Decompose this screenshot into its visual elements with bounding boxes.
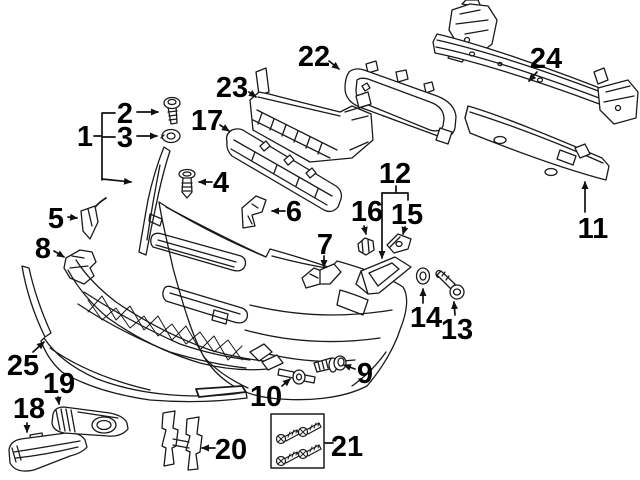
washer-3-drawing xyxy=(160,128,181,144)
bolt-9-drawing xyxy=(313,355,347,373)
hardware-kit-drawing xyxy=(270,413,325,469)
spoiler-lip-drawing xyxy=(40,337,248,403)
leader-lines xyxy=(23,60,589,452)
callout-3[interactable]: 3 xyxy=(117,122,133,154)
clip-16-drawing xyxy=(357,237,375,256)
screw-2-drawing xyxy=(163,96,181,125)
screw-13-drawing xyxy=(435,269,465,300)
leader-bracket-1 xyxy=(93,112,116,181)
leader-arrow-17 xyxy=(219,124,230,132)
leader-arrow-23 xyxy=(248,90,257,98)
callout-5[interactable]: 5 xyxy=(48,203,64,235)
energy-absorber-drawing xyxy=(464,105,610,181)
bezel-18-drawing xyxy=(8,432,88,472)
leader-arrow-1 xyxy=(101,177,132,185)
leader-arrow-15 xyxy=(401,226,409,235)
callout-4[interactable]: 4 xyxy=(213,167,229,199)
leader-arrow-5 xyxy=(67,213,78,221)
lower-absorber-drawing xyxy=(21,249,284,371)
washer-10-drawing xyxy=(292,369,306,385)
bracket-20-drawing xyxy=(161,410,203,471)
bracket-6-drawing xyxy=(241,195,267,229)
callout-9[interactable]: 9 xyxy=(357,358,373,390)
fog-trim-drawing xyxy=(355,256,412,295)
callout-1[interactable]: 1 xyxy=(77,121,93,153)
leader-arrow-25 xyxy=(32,341,45,353)
leader-arrow-16 xyxy=(360,225,368,235)
callout-19[interactable]: 19 xyxy=(43,368,75,400)
callout-24[interactable]: 24 xyxy=(530,43,562,75)
callout-23[interactable]: 23 xyxy=(216,72,248,104)
callout-17[interactable]: 17 xyxy=(191,105,223,137)
callout-15[interactable]: 15 xyxy=(391,199,423,231)
callout-10[interactable]: 10 xyxy=(250,381,282,413)
callout-12[interactable]: 12 xyxy=(379,158,411,190)
cover-5-drawing xyxy=(80,197,107,240)
callout-13[interactable]: 13 xyxy=(441,314,473,346)
leader-arrow-8 xyxy=(53,250,65,258)
plate-bracket-drawing xyxy=(344,60,457,145)
callout-22[interactable]: 22 xyxy=(298,41,330,73)
grille-support-drawing xyxy=(249,67,374,163)
leader-bracket-12 xyxy=(381,185,409,201)
callout-2[interactable]: 2 xyxy=(117,98,133,130)
leader-arrow-19 xyxy=(54,396,62,405)
callouts: 1 2 3 4 5 6 7 8 9 10 11 12 13 14 15 16 1… xyxy=(7,41,608,466)
bumper-cover-drawing xyxy=(138,146,408,401)
bezel-19-drawing xyxy=(51,406,129,437)
bracket-7-drawing xyxy=(301,263,342,289)
washer-14-drawing xyxy=(415,267,431,285)
leader-arrow-24 xyxy=(528,71,538,82)
callout-7[interactable]: 7 xyxy=(317,229,333,261)
leader-arrow-13 xyxy=(451,301,459,316)
clip-4-drawing xyxy=(178,168,196,199)
callout-6[interactable]: 6 xyxy=(286,196,302,228)
leader-arrow-22 xyxy=(328,60,340,70)
callout-18[interactable]: 18 xyxy=(13,393,45,425)
callout-16[interactable]: 16 xyxy=(351,196,383,228)
callout-8[interactable]: 8 xyxy=(35,233,51,265)
grille-insert-drawing xyxy=(225,128,343,213)
leader-arrow-10 xyxy=(281,378,291,387)
leader-arrow-9 xyxy=(343,364,356,371)
callout-11[interactable]: 11 xyxy=(578,213,609,245)
callout-20[interactable]: 20 xyxy=(215,434,247,466)
callout-25[interactable]: 25 xyxy=(7,350,39,382)
callout-21[interactable]: 21 xyxy=(331,431,363,463)
bracket-15-drawing xyxy=(386,233,412,254)
callout-14[interactable]: 14 xyxy=(410,302,442,334)
